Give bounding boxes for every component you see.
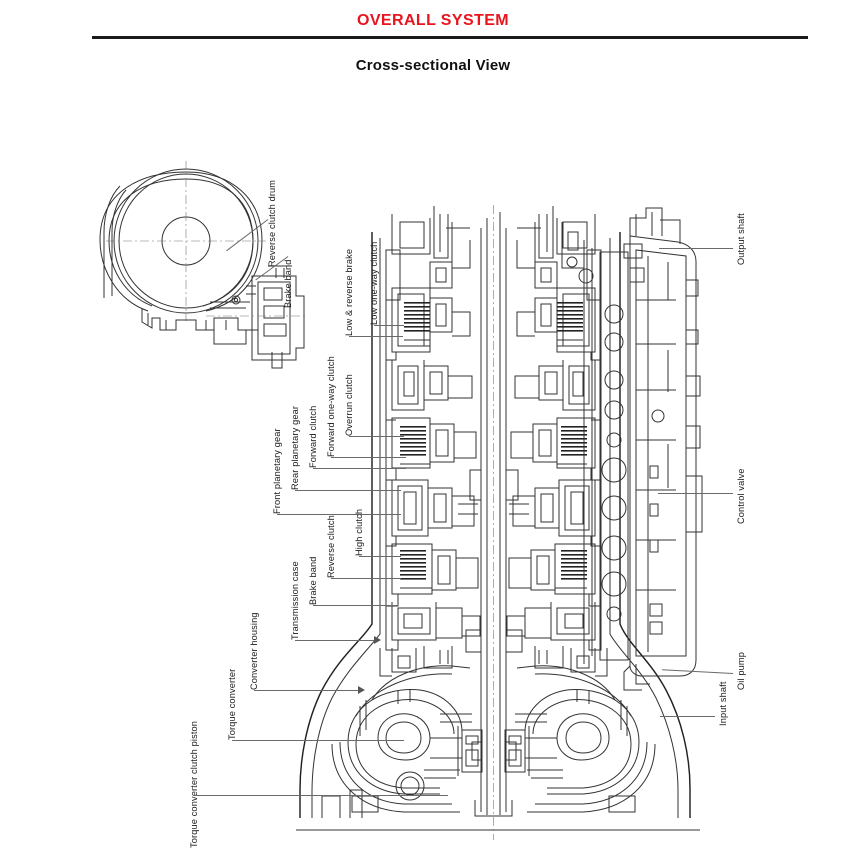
right-half (504, 206, 656, 813)
callout-transmission-case: Transmission case (290, 561, 300, 640)
control-valve-body (599, 207, 703, 691)
leader-torque-converter-clutch-piston (194, 795, 448, 796)
brake-band-detail-view (99, 161, 306, 369)
callout-brake-band: Brake band (308, 556, 318, 606)
leader-control-valve (658, 493, 733, 494)
leader-low-and-reverse-brake (349, 336, 403, 337)
leader-output-shaft (659, 248, 733, 249)
left-half (331, 206, 483, 813)
section-title: OVERALL SYSTEM (357, 12, 509, 29)
callout-rear-planetary-gear: Rear planetary gear (290, 405, 300, 490)
leader-forward-clutch (313, 468, 406, 469)
callout-oil-pump: Oil pump (736, 652, 746, 690)
callout-low-one-way-clutch: Low one-way clutch (369, 241, 379, 325)
page-subtitle: Cross-sectional View (355, 57, 511, 74)
leader-rear-planetary-gear (295, 490, 401, 491)
callout-overrun-clutch: Overrun clutch (344, 374, 354, 436)
leader-overrun-clutch (349, 436, 404, 437)
callout-control-valve: Control valve (736, 468, 746, 524)
callout-torque-converter-clutch-piston: Torque converter clutch piston (189, 720, 199, 848)
callout-converter-housing: Converter housing (249, 612, 259, 690)
leader-high-clutch (359, 556, 401, 557)
transmission-assembly (296, 205, 703, 840)
callout-reverse-clutch: Reverse clutch (326, 515, 336, 578)
arrowhead-transmission-case (374, 636, 381, 644)
arrowhead-converter-housing (358, 686, 365, 694)
leader-torque-converter (232, 740, 404, 741)
leader-low-one-way-clutch (374, 325, 404, 326)
callout-input-shaft: Input shaft (718, 681, 728, 726)
callout-forward-one-way-clutch: Forward one-way clutch (326, 356, 336, 457)
leader-converter-housing (254, 690, 358, 691)
leader-front-planetary-gear (277, 514, 401, 515)
callout-low-and-reverse-brake: Low & reverse brake (344, 248, 354, 336)
callout-torque-converter: Torque converter (227, 668, 237, 740)
leader-forward-one-way-clutch (331, 457, 406, 458)
callout-output-shaft: Output shaft (736, 213, 746, 265)
callout-front-planetary-gear: Front planetary gear (272, 428, 282, 514)
leader-reverse-clutch (331, 578, 401, 579)
callout-high-clutch: High clutch (354, 508, 364, 556)
leader-transmission-case (295, 640, 374, 641)
header-divider (92, 36, 808, 39)
leader-input-shaft (660, 716, 715, 717)
callout-brake-band-detail: Brake band (283, 259, 293, 309)
leader-brake-band (313, 605, 397, 606)
callout-reverse-clutch-drum: Reverse clutch drum (267, 179, 277, 267)
callout-forward-clutch: Forward clutch (308, 405, 318, 468)
